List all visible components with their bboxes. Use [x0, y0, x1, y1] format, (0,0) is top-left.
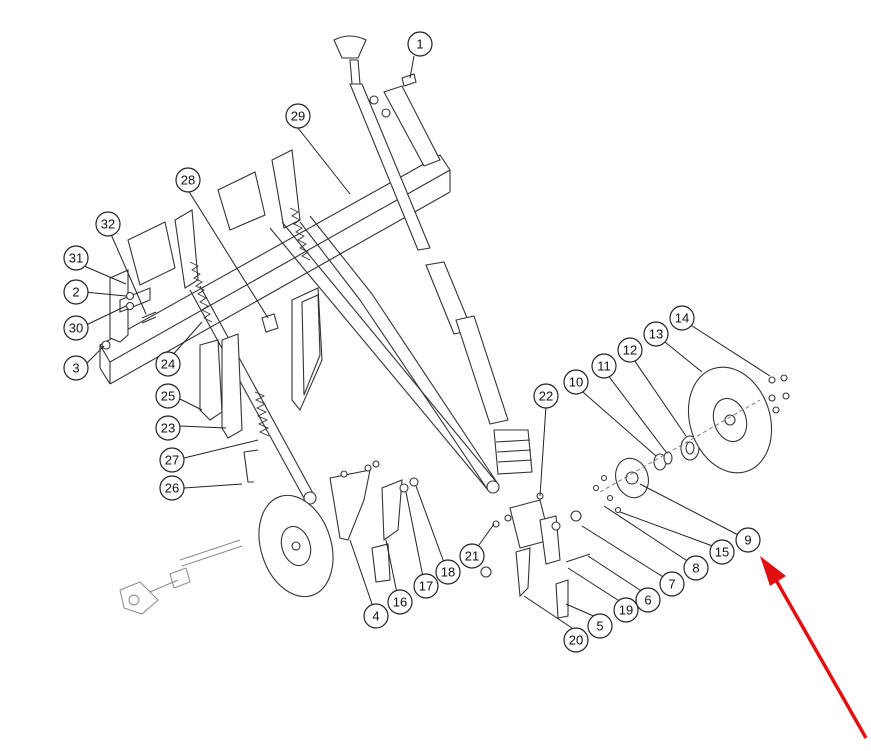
callouts: 1 2 3 4 5 6 7 8 9 10 11 12 13 14 15 16 1… [63, 31, 761, 653]
svg-text:16: 16 [393, 595, 407, 610]
svg-text:24: 24 [161, 357, 175, 372]
svg-text:30: 30 [69, 321, 83, 336]
telescoping-shaft [333, 35, 533, 475]
callout-21: 21 [459, 543, 485, 569]
linkage-springs [189, 207, 311, 323]
callout-15: 15 [709, 539, 735, 565]
svg-text:14: 14 [675, 311, 689, 326]
scraper-blades [199, 287, 323, 439]
callout-14: 14 [669, 305, 695, 331]
svg-text:9: 9 [744, 533, 751, 548]
callout-27: 27 [159, 447, 185, 473]
top-strap [369, 73, 441, 167]
svg-text:11: 11 [597, 359, 611, 374]
hitch-parts [119, 539, 243, 615]
callout-29: 29 [285, 103, 311, 129]
svg-text:10: 10 [569, 375, 583, 390]
callout-4: 4 [363, 603, 389, 629]
svg-text:5: 5 [596, 619, 603, 634]
callout-12: 12 [617, 337, 643, 363]
leader-lines [83, 55, 771, 629]
callout-22: 22 [533, 383, 559, 409]
callout-10: 10 [563, 369, 589, 395]
mounting-bracket [101, 269, 157, 350]
callout-13: 13 [643, 321, 669, 347]
svg-text:1: 1 [416, 37, 423, 52]
svg-text:6: 6 [644, 593, 651, 608]
callout-9: 9 [735, 527, 761, 553]
linkage-arms [127, 149, 500, 505]
svg-text:3: 3 [72, 361, 79, 376]
callout-32: 32 [95, 211, 121, 237]
callout-20: 20 [563, 627, 589, 653]
callout-11: 11 [591, 353, 617, 379]
callout-19: 19 [613, 597, 639, 623]
svg-text:31: 31 [69, 251, 83, 266]
callout-3: 3 [63, 355, 89, 381]
callout-2: 2 [63, 279, 89, 305]
callout-16: 16 [387, 589, 413, 615]
bushing [261, 313, 279, 333]
svg-text:27: 27 [165, 453, 179, 468]
callout-18: 18 [435, 559, 461, 585]
tension-spring [243, 391, 270, 483]
highlight-arrow [760, 556, 868, 739]
callout-8: 8 [683, 555, 709, 581]
svg-text:19: 19 [619, 603, 633, 618]
left-disc-assembly [258, 460, 419, 598]
svg-text:8: 8 [692, 561, 699, 576]
svg-text:29: 29 [291, 109, 305, 124]
svg-text:32: 32 [101, 217, 115, 232]
callout-23: 23 [155, 415, 181, 441]
callout-6: 6 [635, 587, 661, 613]
svg-text:21: 21 [465, 549, 479, 564]
callout-24: 24 [155, 351, 181, 377]
callout-25: 25 [155, 383, 181, 409]
svg-text:15: 15 [715, 545, 729, 560]
svg-text:2: 2 [72, 285, 79, 300]
svg-text:17: 17 [419, 579, 433, 594]
svg-text:7: 7 [668, 577, 675, 592]
callout-5: 5 [587, 613, 613, 639]
callout-28: 28 [175, 167, 201, 193]
callout-31: 31 [63, 245, 89, 271]
svg-text:18: 18 [441, 565, 455, 580]
svg-text:28: 28 [181, 173, 195, 188]
svg-text:26: 26 [165, 481, 179, 496]
svg-text:25: 25 [161, 389, 175, 404]
svg-text:13: 13 [649, 327, 663, 342]
svg-text:4: 4 [372, 609, 379, 624]
callout-17: 17 [413, 573, 439, 599]
callout-26: 26 [159, 475, 185, 501]
svg-text:20: 20 [569, 633, 583, 648]
callout-1: 1 [407, 31, 433, 57]
svg-text:12: 12 [623, 343, 637, 358]
callout-7: 7 [659, 571, 685, 597]
svg-text:22: 22 [539, 389, 553, 404]
callout-30: 30 [63, 315, 89, 341]
svg-text:23: 23 [161, 421, 175, 436]
right-disc-assembly [480, 366, 790, 619]
